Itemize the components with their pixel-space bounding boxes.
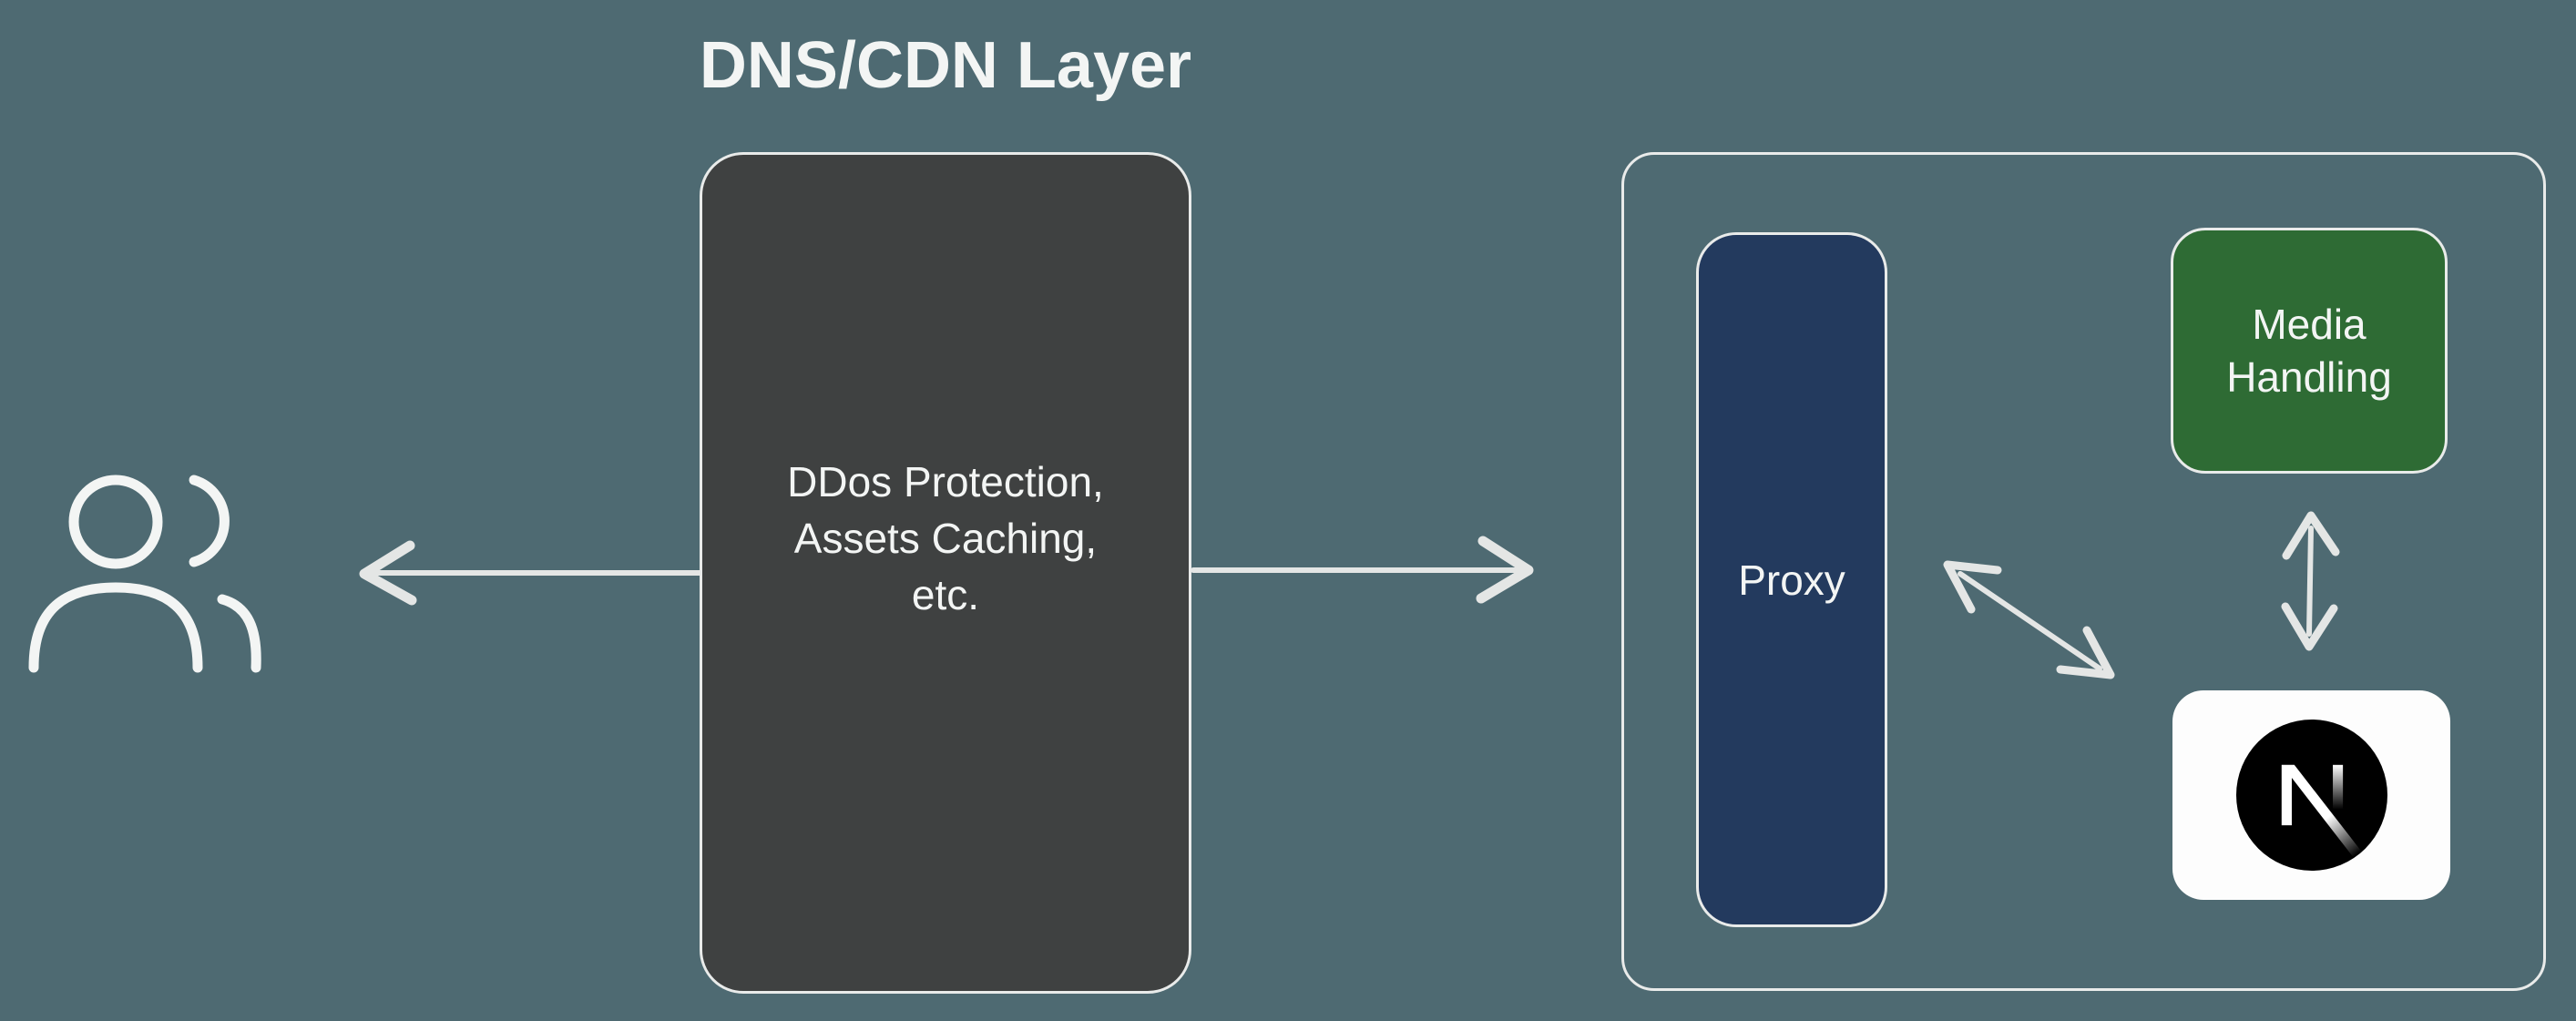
cluster-container (1621, 152, 2546, 991)
node-dns-cdn-line: Assets Caching, (793, 515, 1098, 562)
node-media-handling: Media Handling (2171, 228, 2448, 474)
node-proxy: Proxy (1696, 232, 1887, 927)
node-dns-cdn-line: etc. (911, 571, 980, 618)
node-nextjs (2172, 690, 2450, 900)
node-dns-cdn-line: DDos Protection, (787, 458, 1104, 505)
node-media-handling-label: Media Handling (2226, 301, 2392, 401)
node-dns-cdn: DDos Protection, Assets Caching, etc. (700, 152, 1191, 994)
nextjs-logo-icon (2235, 720, 2387, 871)
diagram-title: DNS/CDN Layer (699, 29, 1192, 102)
node-dns-cdn-label: DDos Protection, Assets Caching, etc. (787, 454, 1104, 623)
arrow-cdn-to-cluster-icon (1191, 536, 1534, 604)
node-proxy-label: Proxy (1738, 556, 1845, 604)
users-icon (28, 475, 261, 673)
arrow-cdn-to-users-icon (359, 540, 704, 606)
